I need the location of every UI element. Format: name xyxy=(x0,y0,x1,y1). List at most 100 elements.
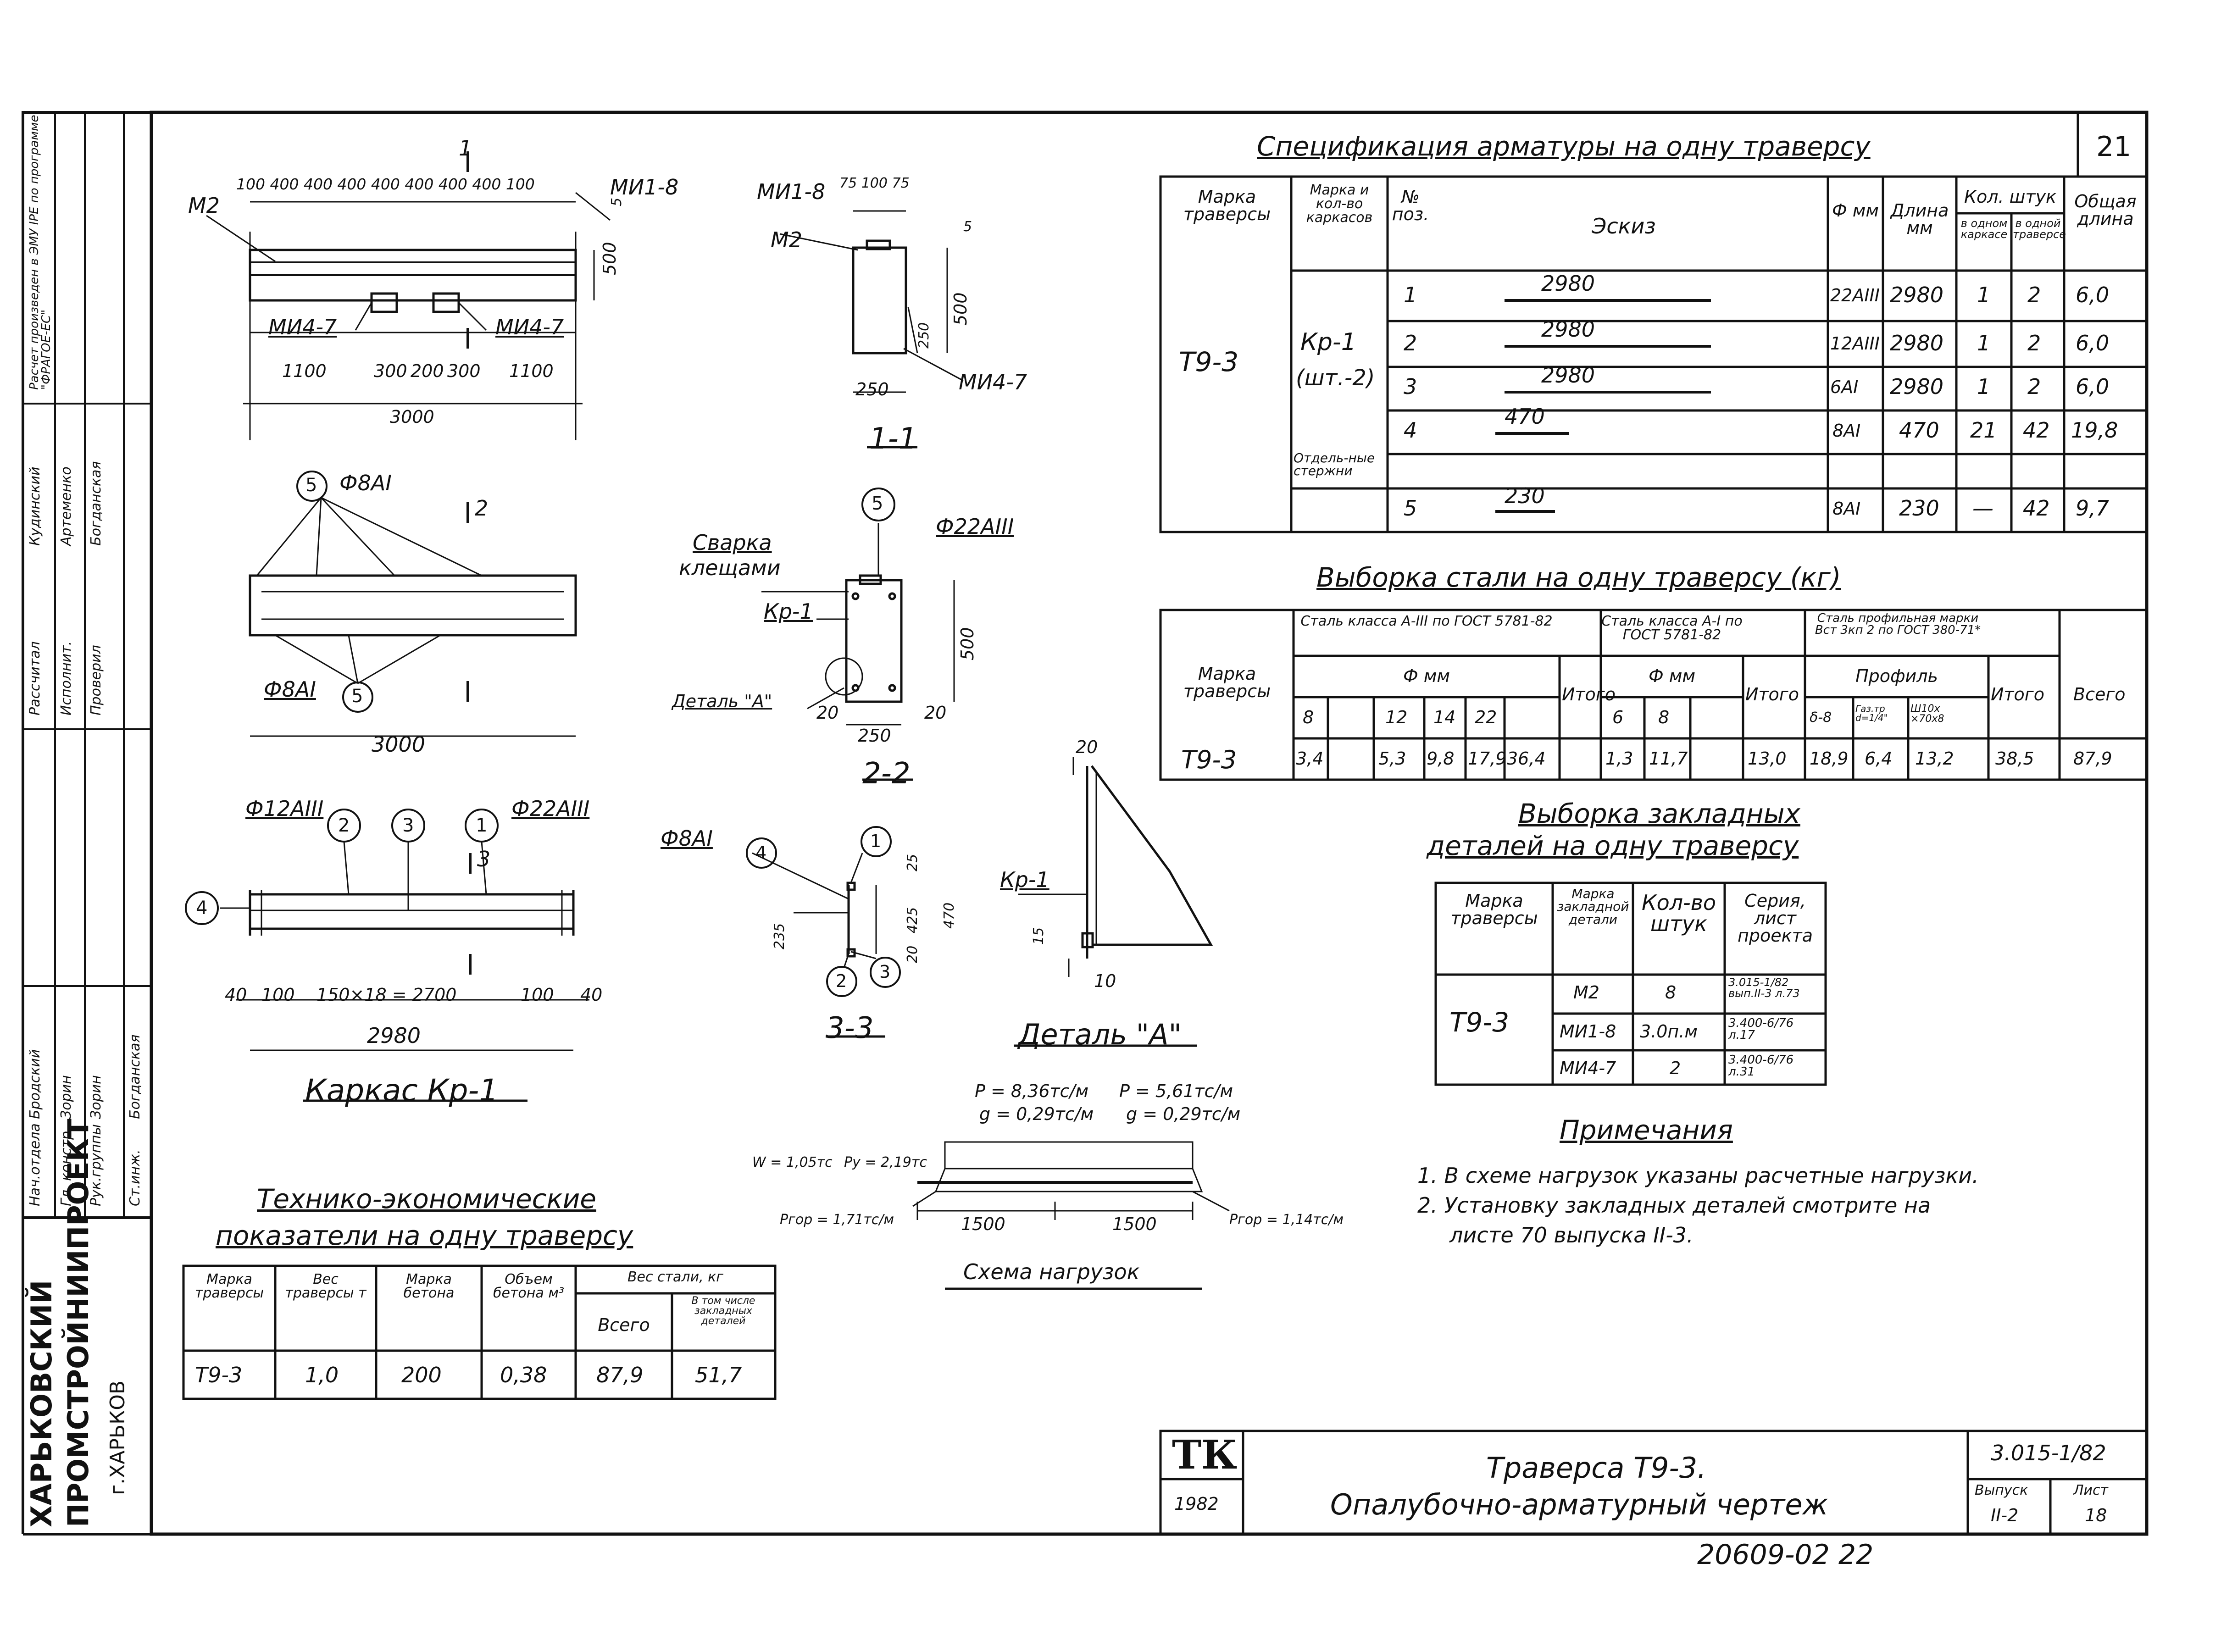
frame-kr1-lines xyxy=(185,809,589,1102)
dim-total: 2980 xyxy=(367,1023,421,1048)
note-line: 2. Установку закладных деталей смотрите … xyxy=(1417,1193,1931,1218)
weld-label-2: клещами xyxy=(679,555,781,580)
cell-length: 2980 xyxy=(1890,283,1944,307)
title-line1: Траверса Т9-3. xyxy=(1486,1451,1706,1485)
spec-h-total: Общая длина xyxy=(2074,191,2137,229)
cell-total: 6,0 xyxy=(2076,283,2110,307)
dim: 425 xyxy=(905,907,921,933)
cell-sketch: 2980 xyxy=(1541,317,1595,342)
span-2: 1500 xyxy=(1112,1214,1157,1234)
cell-q2: 2 xyxy=(2027,374,2041,399)
cell: 17,9 xyxy=(1468,748,1507,769)
label-mi18: МИ1-8 xyxy=(610,175,679,200)
dim: 40 xyxy=(225,985,247,1005)
section-label: 3-3 xyxy=(826,1011,874,1045)
load-py: Py = 2,19тс xyxy=(844,1154,927,1170)
bar-label: Ф8АI xyxy=(339,471,392,495)
pos-marker: 1 xyxy=(476,815,488,836)
dim-5: 5 xyxy=(609,197,625,206)
steel-h-dmm-a1: Ф мм xyxy=(1648,666,1696,686)
steel-h-d: 8 xyxy=(1303,707,1314,727)
dim: 250 xyxy=(858,726,891,746)
dim: 20 xyxy=(1076,737,1098,757)
cell-q2: 42 xyxy=(2023,418,2050,443)
label-mi47: МИ4-7 xyxy=(959,370,1027,394)
dim-height: 500 xyxy=(600,242,620,275)
spec-table-lines xyxy=(1159,175,2148,533)
load-title: Схема нагрузок xyxy=(963,1259,1140,1284)
cell-q2: 42 xyxy=(2023,496,2050,521)
steel-h-d: 22 xyxy=(1475,707,1497,727)
load-p1: P = 8,36тс/м xyxy=(975,1081,1089,1101)
dim: 20 xyxy=(905,945,921,963)
cell: МИ1-8 xyxy=(1560,1021,1616,1042)
steel-h-all: Всего xyxy=(2073,684,2126,704)
pos-marker: 5 xyxy=(872,493,883,514)
stamp-name: Зорин xyxy=(88,1075,104,1119)
front-view-lines xyxy=(206,151,611,440)
stamp-role: Нач.отдела xyxy=(27,1123,43,1206)
cell-total: 6,0 xyxy=(2076,331,2110,355)
spec-h-diam: Ф мм xyxy=(1832,200,1879,221)
tep-h: Объем бетона м³ xyxy=(493,1271,564,1301)
cell-sketch: 2980 xyxy=(1541,271,1595,296)
steel-h-d: 14 xyxy=(1433,707,1456,727)
pos-marker: 1 xyxy=(870,831,882,851)
cell-sketch: 2980 xyxy=(1541,363,1595,388)
bar-label: Ф22АIII xyxy=(936,514,1014,539)
detail-ref: Деталь "А" xyxy=(672,691,772,711)
cell-length: 230 xyxy=(1899,496,1939,521)
steel-h-prof: Сталь профильная марки Вст 3кп 2 по ГОСТ… xyxy=(1815,611,1981,637)
steel-h-d: 6 xyxy=(1612,707,1624,727)
cell-q1: 1 xyxy=(1977,283,1991,307)
note-line: 1. В схеме нагрузок указаны расчетные на… xyxy=(1417,1163,1979,1188)
stamp-name: Бродский xyxy=(27,1049,43,1119)
section-2-2-lines xyxy=(761,488,955,781)
stamp-code: 20609-02 22 xyxy=(1697,1539,1874,1571)
tep-h: Всего xyxy=(598,1315,650,1335)
steel-h-p: δ-8 xyxy=(1810,710,1832,726)
title-issue-label: Выпуск xyxy=(1975,1482,2028,1498)
dim: 1100 xyxy=(509,361,554,381)
cell: 0,38 xyxy=(500,1363,547,1387)
cell-pos: 2 xyxy=(1404,331,1417,355)
weld-label-1: Сварка xyxy=(693,530,772,555)
cell: 6,4 xyxy=(1865,748,1893,769)
cell-q2: 2 xyxy=(2027,283,2041,307)
cell: 51,7 xyxy=(695,1363,742,1387)
dim: 100 xyxy=(521,985,554,1005)
pos-marker: 5 xyxy=(351,686,363,707)
sheet-frame xyxy=(150,111,2149,1536)
cell: 11,7 xyxy=(1649,748,1688,769)
plan-view-lines xyxy=(249,471,577,737)
cell: 87,9 xyxy=(596,1363,644,1387)
cell: 8 xyxy=(1665,982,1677,1003)
steel-h-total-a1: Итого xyxy=(1745,684,1799,704)
tep-h: В том числе закладных деталей xyxy=(691,1295,755,1327)
steel-h-mark: Марка траверсы xyxy=(1183,664,1271,701)
spec-h-qty: Кол. штук xyxy=(1964,187,2057,207)
pos-marker: 5 xyxy=(305,475,317,496)
cell: 9,8 xyxy=(1427,748,1455,769)
label-mi47: МИ4-7 xyxy=(495,315,564,339)
load-g2: g = 0,29тс/м xyxy=(1126,1104,1241,1124)
stamp-note: Расчет произведен в ЭМУ IPE по программе… xyxy=(28,115,53,390)
spec-h-pos: № поз. xyxy=(1392,187,1429,224)
sheet-number: 21 xyxy=(2096,131,2132,163)
cell-q2: 2 xyxy=(2027,331,2041,355)
cut-label: 3 xyxy=(477,847,491,871)
steel-title: Выборка стали на одну траверсу (кг) xyxy=(1316,562,1841,593)
stamp-role: Рук.группы xyxy=(88,1124,104,1206)
spec-h-length: Длина мм xyxy=(1890,200,1949,238)
dim-total: 3000 xyxy=(372,732,426,757)
pos-marker: 4 xyxy=(755,843,767,863)
dim: 250 xyxy=(855,379,889,399)
steel-h-p: Газ.тр d=1/4" xyxy=(1855,703,1888,723)
dim: 300 xyxy=(374,361,407,381)
spec-h-qty-frame: в одном каркасе xyxy=(1960,217,2008,241)
cut-label: 2 xyxy=(475,496,489,521)
cell-diam: 12АIII xyxy=(1830,333,1880,354)
section-3-3-lines xyxy=(746,826,901,1038)
frame-label: Кр-1 xyxy=(1000,867,1049,892)
cell-pos: 1 xyxy=(1404,283,1417,307)
